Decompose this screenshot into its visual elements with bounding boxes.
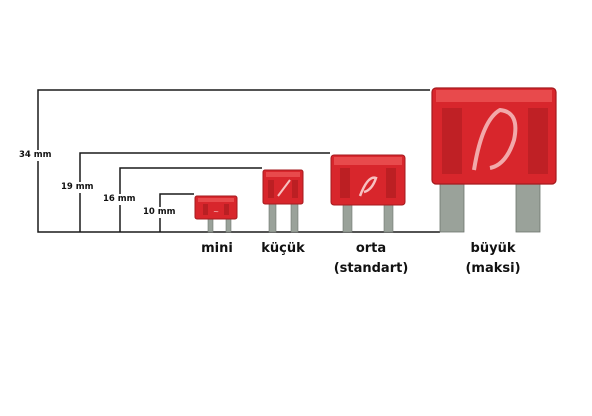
fuse-mini-image: ~ [194, 195, 238, 233]
fuse-maxi-image [431, 87, 557, 233]
dimension-line-standard [79, 152, 330, 232]
dimension-line-small [119, 167, 262, 232]
dimension-label-mini: 10 mm [142, 207, 177, 218]
dimension-label-maxi: 34 mm [18, 150, 53, 161]
fuse-sublabel-standard: (standart) [333, 261, 409, 276]
dimension-line-maxi [37, 89, 440, 233]
fuse-small-image [262, 169, 304, 233]
fuse-sublabel-maxi: (maksi) [465, 261, 521, 276]
fuse-standard-image [330, 154, 406, 233]
dimension-lines [37, 89, 440, 233]
fuse-label-small: küçük [261, 241, 305, 256]
fuse-label-standard: orta [355, 241, 387, 256]
dimension-label-small: 16 mm [102, 194, 137, 205]
fuse-label-mini: mini [201, 241, 233, 256]
dimension-label-standard: 19 mm [60, 182, 95, 193]
dimension-line-mini [159, 193, 194, 232]
fuse-label-maxi: büyük [470, 241, 516, 256]
svg-text:~: ~ [213, 208, 219, 216]
